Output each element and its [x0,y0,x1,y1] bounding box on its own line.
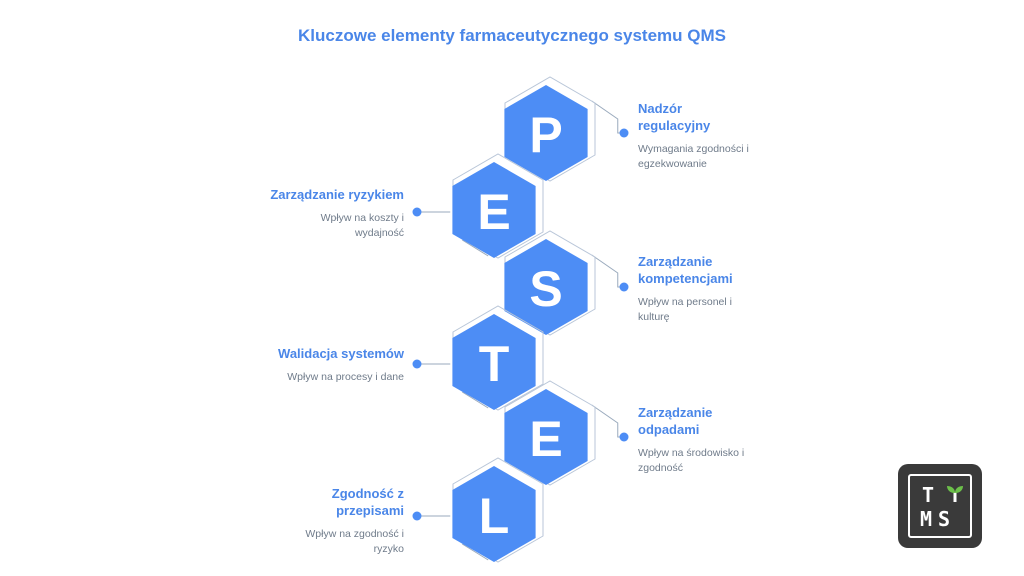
hexagon-letter: E [477,184,510,240]
item-description: Wpływ na środowisko i zgodność [638,447,745,474]
item-heading: Zgodność z przepisami [331,486,404,518]
connector-dot [619,432,629,442]
connector-line [417,211,489,257]
connector-dot [619,282,629,292]
item-heading: Walidacja systemów [278,346,404,361]
hexagon-outline [452,305,544,411]
hexagon [452,162,536,258]
item-description: Wpływ na procesy i dane [287,371,404,383]
item-zarzadzanie-kompetencjami: Zarządzanie kompetencjami Wpływ na perso… [638,253,768,325]
hexagon-letter: E [529,411,562,467]
hexagon-outline [504,230,596,336]
hexagon-letter: T [479,336,510,392]
connector-dot [412,359,422,369]
item-description: Wpływ na personel i kulturę [638,296,732,323]
sprout-icon [947,486,963,502]
connector-dot [412,511,422,521]
connector-dot [619,128,629,138]
hexagon [452,466,536,562]
hexagon [452,314,536,410]
hexagon-outline [504,380,596,486]
connector-line [591,254,624,288]
hexagon-letter: P [529,107,562,163]
connector-line [591,100,624,134]
connector-line [417,515,489,561]
item-heading: Zarządzanie kompetencjami [638,254,733,286]
hexagon-outline [452,457,544,563]
item-description: Wpływ na koszty i wydajność [320,212,404,239]
connector-line [591,404,624,438]
item-heading: Nadzór regulacyjny [638,101,711,133]
hexagon-outline [504,76,596,182]
logo-text-t: T [922,483,935,507]
logo-text-ms: MS [920,507,957,531]
connector-line [417,363,489,409]
hexagon-letter: L [479,488,510,544]
connector-dot [412,207,422,217]
item-heading: Zarządzanie ryzykiem [270,187,404,202]
logo-frame [908,474,972,538]
item-walidacja-systemow: Walidacja systemów Wpływ na procesy i da… [254,345,404,385]
hexagon [504,389,588,485]
item-heading: Zarządzanie odpadami [638,405,713,437]
item-zarzadzanie-odpadami: Zarządzanie odpadami Wpływ na środowisko… [638,404,768,476]
hexagon [504,239,588,335]
hexagon [504,85,588,181]
item-description: Wpływ na zgodność i ryzyko [305,528,404,555]
hexagon-outline [452,153,544,259]
hexagon-letter: S [529,261,562,317]
page-title: Kluczowe elementy farmaceutycznego syste… [298,26,726,45]
item-zgodnosc-z-przepisami: Zgodność z przepisami Wpływ na zgodność … [254,485,404,557]
item-description: Wymagania zgodności i egzekwowanie [638,143,749,170]
tms-logo: T MS [898,464,982,548]
item-nadzor-regulacyjny: Nadzór regulacyjny Wymagania zgodności i… [638,100,768,172]
item-zarzadzanie-ryzykiem: Zarządzanie ryzykiem Wpływ na koszty i w… [254,186,404,241]
